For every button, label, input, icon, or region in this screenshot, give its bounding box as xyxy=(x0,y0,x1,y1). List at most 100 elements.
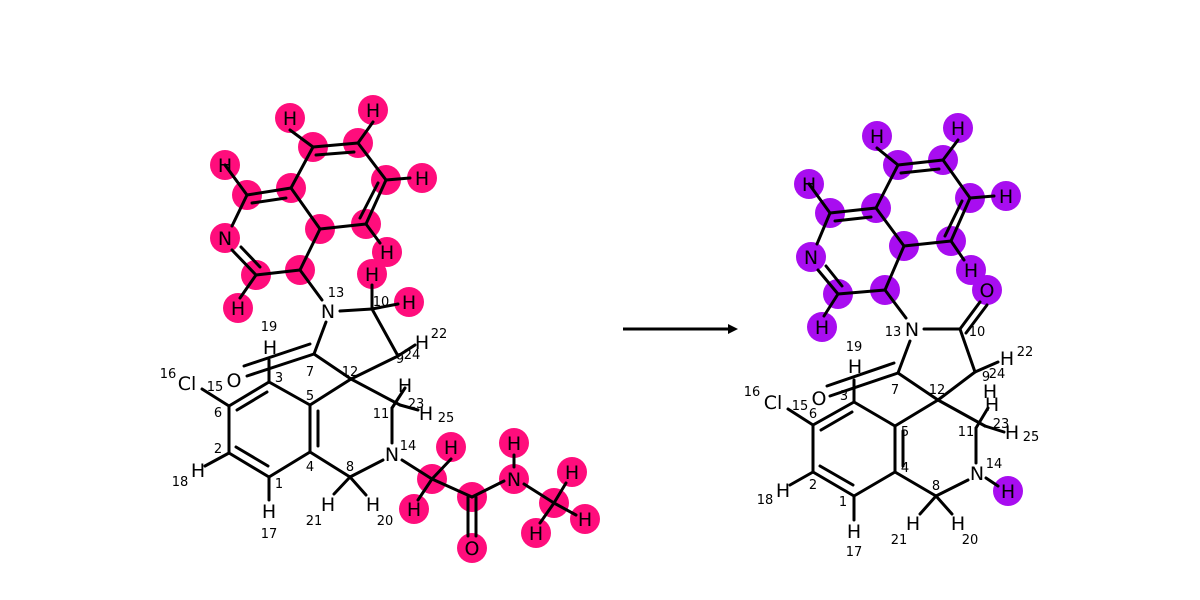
atom-number: 4 xyxy=(306,460,314,475)
atom-label: N xyxy=(804,247,818,269)
atom-label: H xyxy=(848,356,862,378)
atom-label: N xyxy=(905,319,919,341)
atom-label: H xyxy=(1000,348,1014,370)
product-bonds xyxy=(786,138,1006,522)
atom-number: 21 xyxy=(891,533,908,548)
atom-label: H xyxy=(1001,481,1015,503)
atom-number: 14 xyxy=(986,457,1003,472)
reactant-bonds xyxy=(200,120,578,538)
atom-number: 16 xyxy=(160,367,177,382)
atom-label: H xyxy=(321,494,335,516)
atom-number: 24 xyxy=(989,367,1006,382)
atom-label: H xyxy=(847,521,861,543)
atom-number: 7 xyxy=(306,365,314,380)
atom-number: 25 xyxy=(1023,430,1040,445)
atom-number: 2 xyxy=(809,478,817,493)
atom-label: H xyxy=(776,480,790,502)
atom-number: 19 xyxy=(846,340,863,355)
atom-number: 13 xyxy=(328,286,345,301)
atom-number: 10 xyxy=(969,325,986,340)
atom-label: H xyxy=(444,437,458,459)
atom-number: 16 xyxy=(744,385,761,400)
atom-label: H xyxy=(366,100,380,122)
atom-number: 8 xyxy=(346,460,354,475)
atom-label: O xyxy=(465,538,480,560)
atom-label: H xyxy=(218,155,232,177)
atom-number: 5 xyxy=(901,425,909,440)
atom-label: H xyxy=(415,332,429,354)
atom-number: 20 xyxy=(377,514,394,529)
atom-number: 12 xyxy=(342,365,359,380)
atom-number: 23 xyxy=(993,417,1010,432)
atom-number: 15 xyxy=(207,380,224,395)
atom-number: 3 xyxy=(840,389,848,404)
atom-label: H xyxy=(398,375,412,397)
reactant-atom-numbers: 13 10 19 22 9 24 12 7 16 3 15 5 23 6 11 … xyxy=(160,286,455,542)
atom-label: H xyxy=(999,186,1013,208)
atom-label: H xyxy=(870,126,884,148)
atom-label: H xyxy=(951,513,965,535)
atom-number: 24 xyxy=(404,348,421,363)
atom-number: 18 xyxy=(172,475,189,490)
atom-label: H xyxy=(529,523,543,545)
atom-label: H xyxy=(402,292,416,314)
atom-label: O xyxy=(227,370,242,392)
atom-label: H xyxy=(565,462,579,484)
atom-label: H xyxy=(365,264,379,286)
atom-label: N xyxy=(321,301,335,323)
atom-label: N xyxy=(218,228,232,250)
atom-number: 22 xyxy=(1017,345,1034,360)
atom-number: 1 xyxy=(839,495,847,510)
atom-number: 7 xyxy=(891,383,899,398)
atom-number: 21 xyxy=(306,514,323,529)
atom-label: H xyxy=(802,174,816,196)
reactant-atom-labels: H H H H N H H H H N H H O Cl H H H N H H… xyxy=(178,100,592,560)
atom-number: 23 xyxy=(408,397,425,412)
atom-label: N xyxy=(385,444,399,466)
atom-label: H xyxy=(906,513,920,535)
atom-number: 18 xyxy=(757,493,774,508)
atom-number: 6 xyxy=(214,406,222,421)
atom-label: O xyxy=(812,388,827,410)
atom-label: H xyxy=(283,108,297,130)
atom-label: H xyxy=(366,494,380,516)
atom-number: 15 xyxy=(792,399,809,414)
atom-label: H xyxy=(262,501,276,523)
atom-number: 2 xyxy=(214,442,222,457)
atom-number: 25 xyxy=(438,411,455,426)
atom-label: N xyxy=(507,469,521,491)
atom-number: 8 xyxy=(932,479,940,494)
oxygen-highlight xyxy=(972,275,1002,305)
atom-label: H xyxy=(380,242,394,264)
atom-number: 19 xyxy=(261,320,278,335)
atom-label: H xyxy=(985,394,999,416)
atom-label: H xyxy=(951,118,965,140)
atom-number: 11 xyxy=(958,425,975,440)
atom-label: H xyxy=(407,499,421,521)
atom-number: 1 xyxy=(275,477,283,492)
atom-number: 20 xyxy=(962,533,979,548)
atom-number: 10 xyxy=(373,295,390,310)
atom-label: N xyxy=(970,463,984,485)
atom-label: H xyxy=(191,460,205,482)
atom-number: 14 xyxy=(400,439,417,454)
atom-number: 3 xyxy=(275,371,283,386)
product-atom-numbers: 13 10 19 22 9 24 12 7 16 3 15 6 23 5 11 … xyxy=(744,325,1040,560)
atom-label: H xyxy=(415,168,429,190)
atom-label: H xyxy=(1005,422,1019,444)
reaction-arrow-icon xyxy=(623,324,738,334)
atom-label: H xyxy=(815,317,829,339)
product-atom-labels: H H H H N H O H N H H O Cl H H H H N H H… xyxy=(764,118,1019,543)
atom-number: 22 xyxy=(431,327,448,342)
atom-label: H xyxy=(983,381,997,403)
atom-number: 6 xyxy=(809,407,817,422)
atom-number: 17 xyxy=(846,545,863,560)
atom-label: H xyxy=(964,260,978,282)
product-molecule: H H H H N H O H N H H O Cl H H H H N H H… xyxy=(744,113,1040,560)
atom-label: Cl xyxy=(764,392,783,414)
atom-label: H xyxy=(231,298,245,320)
atom-number: 11 xyxy=(373,407,390,422)
atom-label: H xyxy=(419,403,433,425)
